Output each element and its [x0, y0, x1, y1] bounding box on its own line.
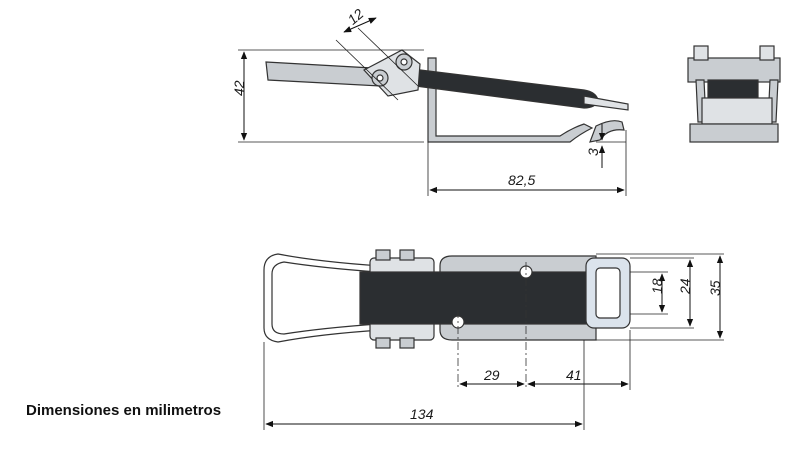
- side-pin: [583, 95, 629, 111]
- end-view: [687, 45, 781, 143]
- side-pivot-upper-hole: [400, 58, 408, 66]
- top-hinge-tab-1: [375, 249, 391, 261]
- end-view-top-housing: [687, 57, 781, 83]
- dim-top-total-length-text: 134: [410, 406, 434, 422]
- top-strap: [359, 271, 605, 325]
- side-pivot-lower-hole: [376, 74, 384, 82]
- angle-dim-line: [343, 17, 377, 33]
- dim-side-thickness-text: 3: [585, 148, 601, 156]
- dim-top-outer-width-text: 35: [707, 280, 723, 296]
- top-view: 18 24 35 29 41 134: [263, 249, 724, 430]
- end-view-body: [701, 97, 773, 125]
- side-hook: [589, 120, 625, 143]
- top-hinge-tab-2: [399, 249, 415, 261]
- side-base-plate: [427, 57, 594, 143]
- dim-top-mid-width-text: 24: [677, 278, 693, 295]
- dim-side-length-text: 82,5: [508, 172, 535, 188]
- end-view-right-ear: [759, 45, 775, 61]
- end-view-base: [689, 123, 779, 143]
- dim-side-height-text: 42: [231, 80, 247, 96]
- top-keeper-slot: [595, 267, 621, 319]
- side-pivot-plate: [363, 49, 421, 97]
- angle-ext-line-2: [357, 27, 419, 87]
- top-wire-loop-inner: [271, 261, 379, 335]
- dim-top-hole-to-end-text: 41: [566, 367, 582, 383]
- dim-top-hole-to-hole-text: 29: [483, 367, 500, 383]
- end-view-strap: [707, 79, 759, 99]
- dim-angle-text: 12: [344, 5, 366, 27]
- top-wire-loop: [263, 253, 383, 343]
- top-hinge-tab-4: [399, 337, 415, 349]
- side-view: 12 42 3 82,5: [231, 5, 629, 196]
- end-view-left-ear: [693, 45, 709, 61]
- dim-top-inner-width-text: 18: [649, 278, 665, 294]
- units-caption: Dimensiones en milimetros: [26, 402, 222, 419]
- top-hinge-tab-3: [375, 337, 391, 349]
